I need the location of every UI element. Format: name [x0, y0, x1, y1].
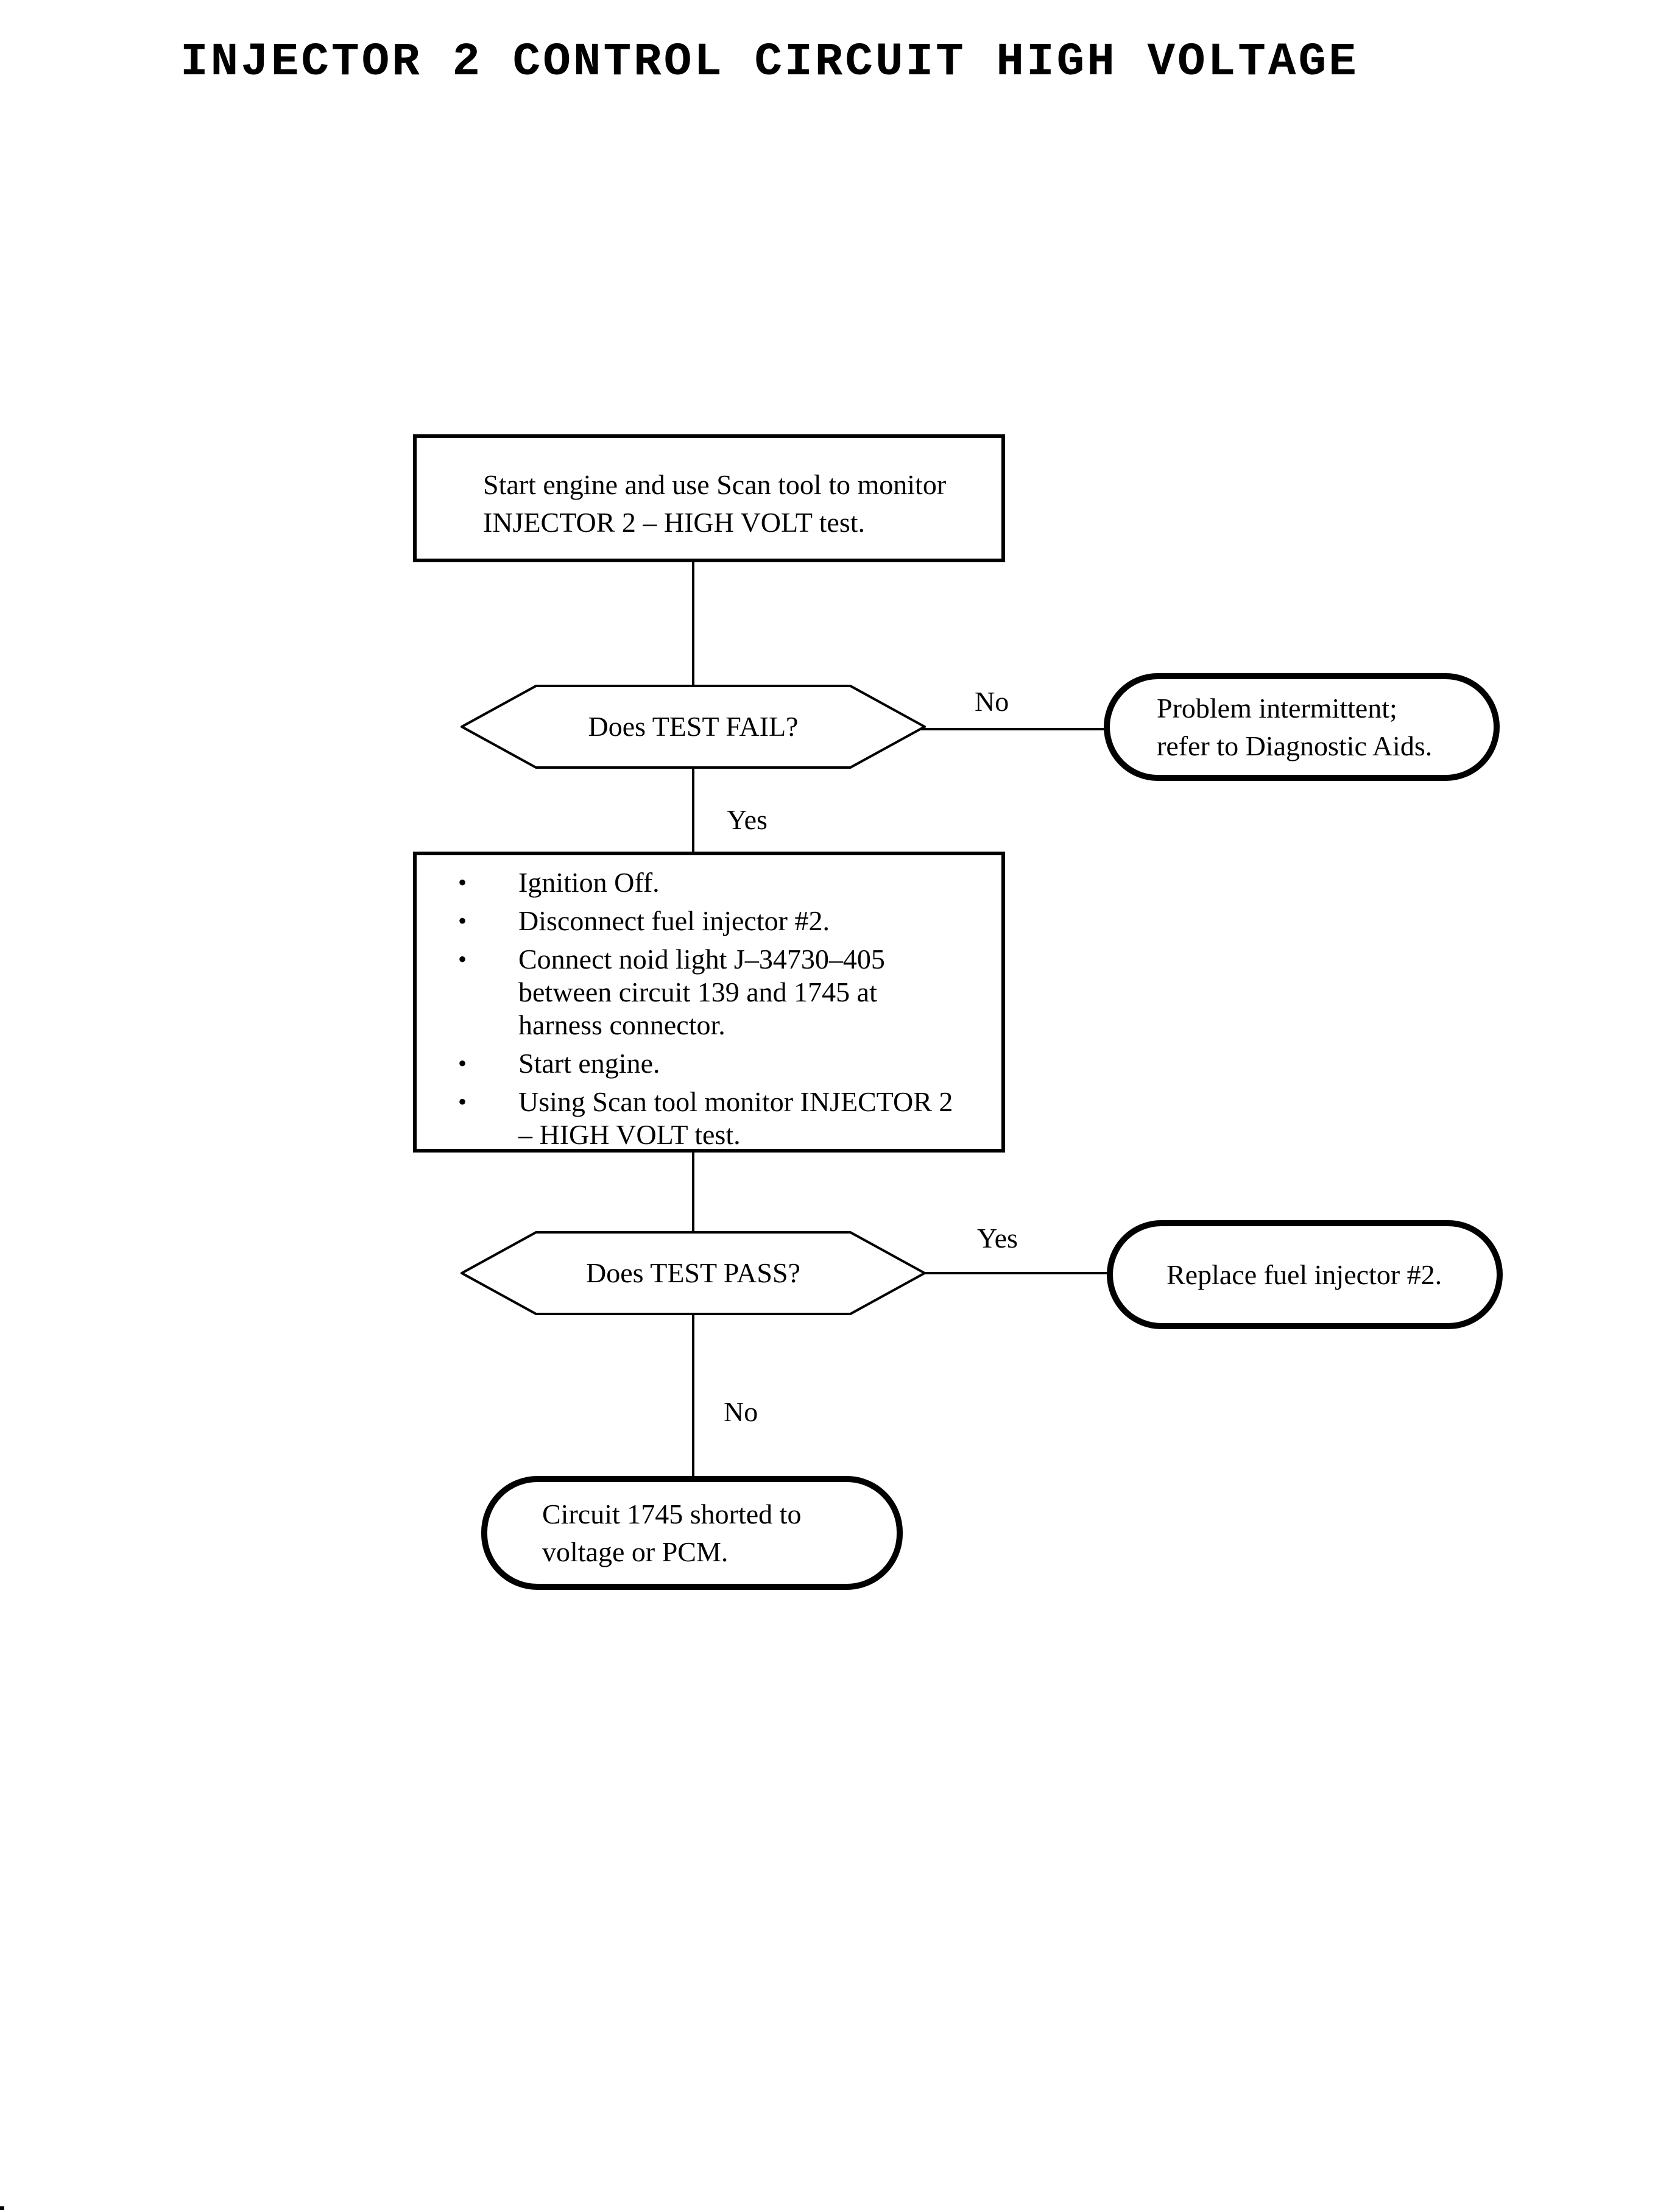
start-box-line2: INJECTOR 2 – HIGH VOLT test. — [483, 507, 865, 538]
decision-pass-label: Does TEST PASS? — [586, 1257, 800, 1288]
hexagon-outline — [461, 1231, 926, 1315]
action-row-text: Using Scan tool monitor INJECTOR 2 — [518, 1086, 953, 1117]
action-row: • Ignition Off. — [417, 866, 989, 899]
hexagon-outline — [461, 685, 926, 769]
action-row: • Disconnect fuel injector #2. — [417, 905, 989, 937]
action-row-text: Start engine. — [518, 1048, 660, 1079]
bullet-icon: • — [458, 1050, 467, 1077]
connector-pass-to-circuit — [692, 1315, 694, 1477]
terminal-intermittent-line1: Problem intermittent; — [1157, 693, 1397, 724]
decision-fail-hexagon — [461, 685, 926, 769]
start-box-line1: Start engine and use Scan tool to monito… — [483, 469, 947, 500]
edge-label-yes-1: Yes — [727, 804, 768, 835]
edge-label-no-2: No — [724, 1396, 758, 1427]
bullet-icon: • — [458, 907, 467, 934]
action-row-text: – HIGH VOLT test. — [518, 1119, 741, 1150]
edge-label-yes-2: Yes — [977, 1223, 1018, 1254]
terminal-circuit-line1: Circuit 1745 shorted to — [542, 1499, 802, 1530]
action-row: • Using Scan tool monitor INJECTOR 2 — [417, 1086, 989, 1118]
decision-pass-hexagon — [461, 1231, 926, 1315]
terminal-intermittent: Problem intermittent; refer to Diagnosti… — [1104, 673, 1500, 781]
page-title: INJECTOR 2 CONTROL CIRCUIT HIGH VOLTAGE — [180, 36, 1359, 88]
start-box: Start engine and use Scan tool to monito… — [413, 434, 1005, 562]
terminal-circuit: Circuit 1745 shorted to voltage or PCM. — [481, 1476, 903, 1590]
edge-label-no-1: No — [975, 686, 1009, 717]
terminal-replace-line1: Replace fuel injector #2. — [1166, 1259, 1442, 1290]
connector-fail-to-action — [692, 766, 694, 853]
bullet-icon: • — [458, 945, 467, 973]
action-row-text: Ignition Off. — [518, 867, 660, 898]
connector-pass-to-replace — [920, 1272, 1109, 1274]
terminal-circuit-line2: voltage or PCM. — [542, 1536, 729, 1567]
bullet-icon: • — [458, 1088, 467, 1115]
action-row-text: between circuit 139 and 1745 at — [518, 976, 877, 1008]
action-row: • Start engine. — [417, 1047, 989, 1080]
action-row-text: Connect noid light J–34730–405 — [518, 944, 885, 975]
terminal-replace: Replace fuel injector #2. — [1107, 1220, 1503, 1329]
scan-artifact-dot — [0, 2206, 4, 2210]
connector-action-to-pass — [692, 1151, 694, 1235]
action-row-text: harness connector. — [518, 1009, 725, 1040]
connector-fail-to-intermittent — [920, 728, 1106, 730]
connector-start-to-fail — [692, 561, 694, 687]
action-row: • Connect noid light J–34730–405 — [417, 943, 989, 976]
action-box: • Ignition Off. • Disconnect fuel inject… — [413, 852, 1005, 1153]
action-row-text: Disconnect fuel injector #2. — [518, 905, 830, 936]
terminal-intermittent-line2: refer to Diagnostic Aids. — [1157, 730, 1433, 761]
action-row: between circuit 139 and 1745 at — [417, 976, 989, 1009]
bullet-icon: • — [458, 869, 467, 896]
action-row: – HIGH VOLT test. — [417, 1118, 989, 1151]
action-row: harness connector. — [417, 1009, 989, 1042]
decision-fail-label: Does TEST FAIL? — [588, 711, 799, 742]
